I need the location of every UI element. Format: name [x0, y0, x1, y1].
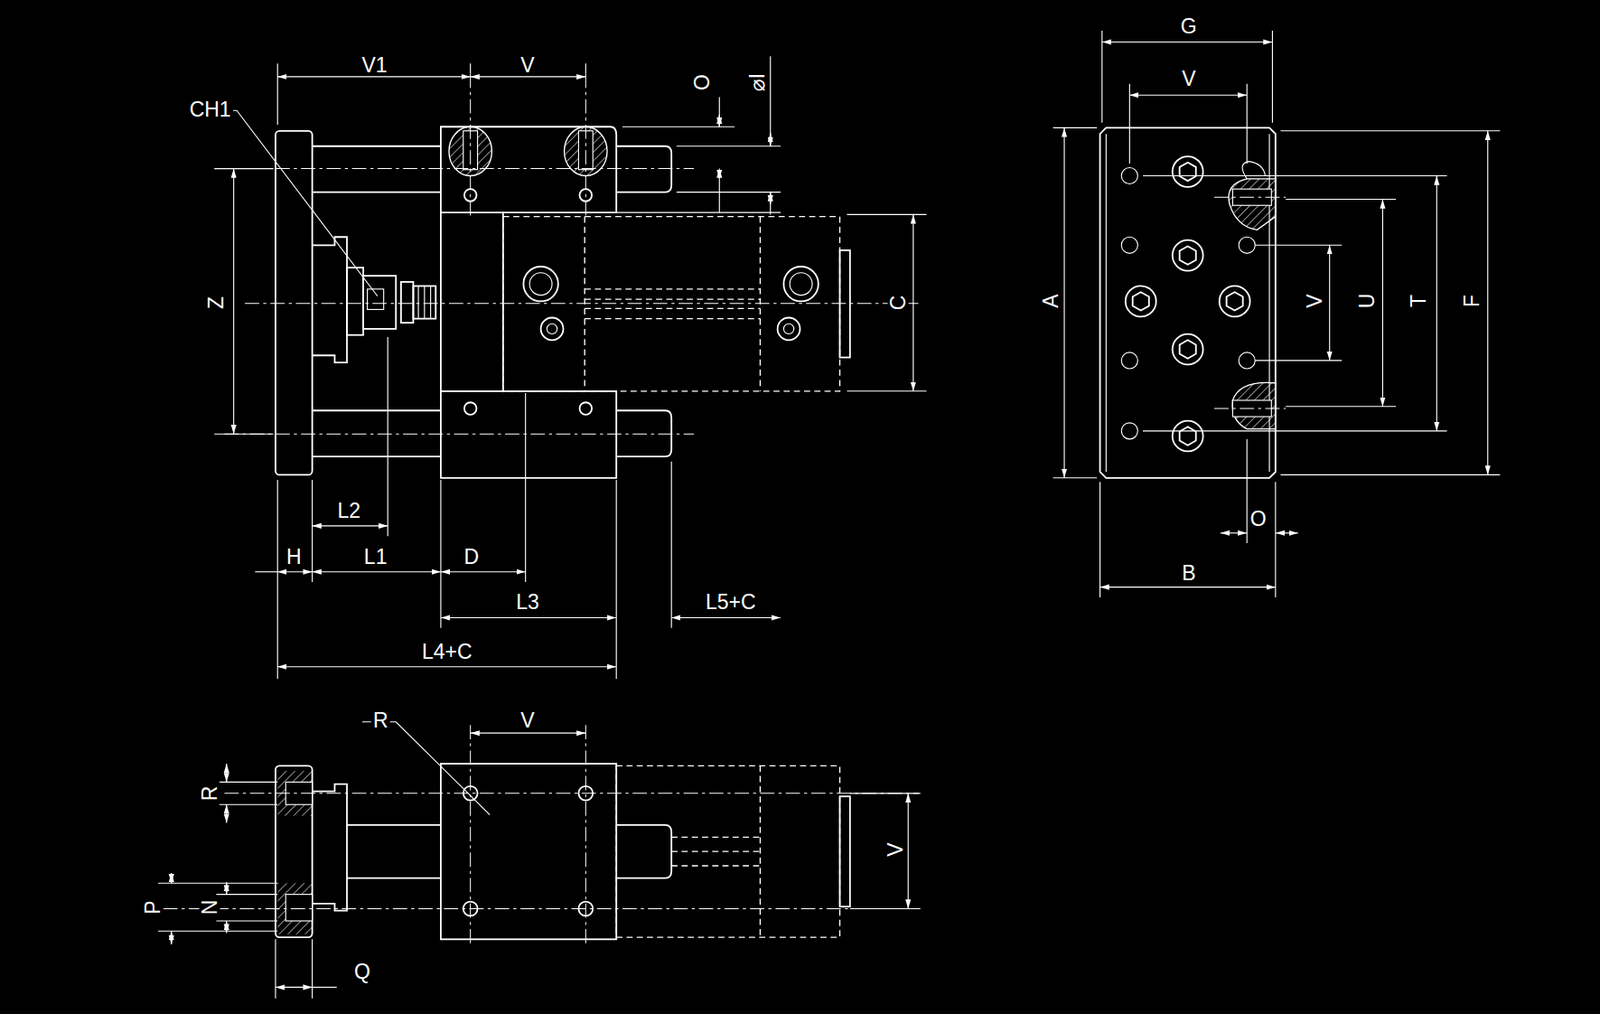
dimension-label: V: [884, 840, 906, 858]
dimension-label: O: [1248, 507, 1269, 529]
dimension-label: P: [142, 898, 164, 916]
dimension-label: L2: [335, 499, 363, 521]
plan-view: [158, 721, 921, 999]
dimension-label: H: [284, 545, 304, 567]
dimension-label: R: [371, 710, 391, 731]
dimension-label: V1: [359, 55, 389, 76]
dimension-label: L4+C: [420, 640, 475, 662]
dimension-label: V: [518, 710, 536, 731]
dimension-label: N: [198, 898, 220, 917]
dimension-label: O: [692, 73, 713, 94]
dimension-label: A: [1040, 292, 1062, 310]
dimension-label: CH1: [187, 98, 234, 120]
dimension-label: U: [1356, 291, 1378, 311]
dimension-label: G: [1178, 16, 1199, 38]
dimension-label: L3: [514, 591, 542, 613]
dimension-label: V: [518, 55, 536, 76]
dimension-label: L5+C: [703, 591, 758, 613]
dimension-label: C: [887, 293, 908, 313]
front-view: [204, 56, 927, 679]
side-view: [1053, 30, 1501, 598]
dimension-label: T: [1407, 292, 1429, 309]
dimension-label: ⌀I: [747, 71, 768, 94]
dimension-label: B: [1179, 561, 1198, 583]
dimension-label: V: [1179, 67, 1198, 89]
dimension-label: Q: [352, 961, 373, 983]
dimension-label: D: [462, 545, 482, 567]
dimension-label: L1: [362, 545, 390, 567]
dimension-label: Z: [205, 294, 227, 311]
dimension-label: R: [198, 783, 220, 803]
dimension-label: V: [1303, 292, 1325, 310]
dimension-label: F: [1460, 292, 1482, 309]
